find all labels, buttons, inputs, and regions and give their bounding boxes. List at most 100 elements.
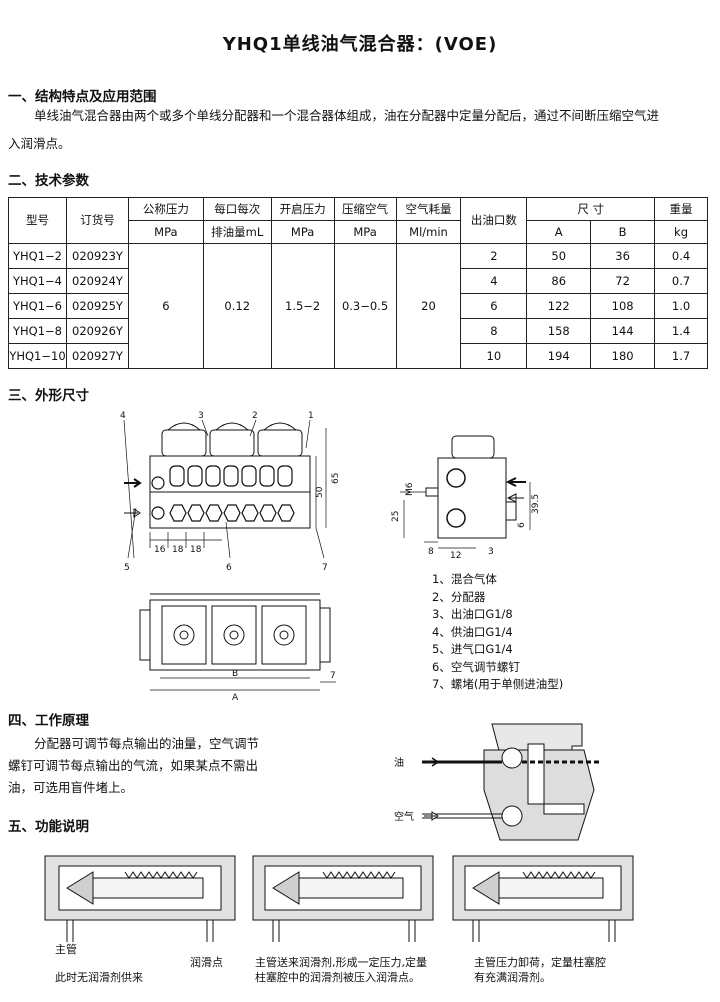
- cell-weight: 0.4: [654, 243, 708, 269]
- dim-12: 12: [450, 551, 461, 561]
- th-size-b: B: [590, 220, 656, 244]
- principle-text-line2: 螺钉可调节每点输出的气流，如果某点不需出: [8, 758, 259, 773]
- cell-outlets: 6: [460, 293, 528, 319]
- callout-7: 7: [322, 563, 328, 573]
- dim-18b: 18: [190, 545, 202, 555]
- th-weight-unit: kg: [654, 220, 708, 244]
- legend-item: 2、分配器: [432, 589, 486, 604]
- cell-weight: 1.4: [654, 318, 708, 344]
- cell-a: 86: [526, 268, 592, 294]
- th-dose-2: 排油量mL: [202, 220, 272, 244]
- section-heading-tech: 二、技术参数: [8, 173, 89, 189]
- callout-4: 4: [120, 411, 126, 421]
- structure-text-line1: 单线油气混合器由两个或多个单线分配器和一个混合器体组成，油在分配器中定量分配后，…: [34, 108, 660, 123]
- parts-legend: 1、混合气体 2、分配器 3、出油口G1/8 4、供油口G1/4 5、进气口G1…: [432, 571, 563, 694]
- cell-order: 020923Y: [65, 243, 129, 269]
- dim-25: 25: [391, 511, 401, 522]
- section-heading-structure: 一、结构特点及应用范围: [8, 89, 157, 105]
- dim-39-5: 39.5: [531, 494, 541, 514]
- callout-6: 6: [226, 563, 232, 573]
- cell-weight: 0.7: [654, 268, 708, 294]
- dim-6: 6: [517, 522, 527, 528]
- dim-18a: 18: [172, 545, 184, 555]
- table-row: YHQ1−10 020927Y 10 194 180 1.7: [8, 343, 708, 369]
- callout-1: 1: [308, 411, 314, 421]
- dim-65: 65: [331, 473, 341, 484]
- cell-b: 180: [590, 343, 656, 369]
- top-view-drawing: B A 7: [139, 593, 336, 703]
- th-dose-1: 每口每次: [202, 197, 272, 221]
- cell-model: YHQ1−2: [8, 243, 67, 269]
- callout-3: 3: [198, 411, 204, 421]
- principle-text-line1: 分配器可调节每点输出的油量，空气调节: [34, 736, 260, 751]
- th-size-a: A: [526, 220, 592, 244]
- legend-item: 5、进气口G1/4: [432, 642, 513, 656]
- dim-16: 16: [154, 545, 166, 555]
- cell-open: 1.5−2: [270, 243, 335, 369]
- callout-2: 2: [252, 411, 258, 421]
- panel3-caption-line1: 主管压力卸荷，定量柱塞腔: [474, 956, 606, 969]
- cell-outlets: 10: [460, 343, 528, 369]
- cell-outlets: 2: [460, 243, 528, 269]
- label-oil: 油: [394, 756, 404, 769]
- legend-item: 6、空气调节螺钉: [432, 659, 520, 674]
- th-consume-unit: Ml/min: [395, 220, 462, 244]
- dim-7: 7: [330, 671, 336, 681]
- cell-model: YHQ1−6: [8, 293, 67, 319]
- section-heading-dimensions: 三、外形尺寸: [8, 388, 89, 404]
- dim-50: 50: [315, 486, 325, 498]
- cell-outlets: 4: [460, 268, 528, 294]
- th-weight: 重量: [654, 197, 708, 221]
- dim-a: A: [232, 693, 239, 703]
- cell-b: 72: [590, 268, 656, 294]
- cell-b: 144: [590, 318, 656, 344]
- table-row: YHQ1−6 020925Y 6 122 108 1.0: [8, 293, 708, 319]
- dim-3: 3: [488, 547, 494, 557]
- th-consume: 空气耗量: [395, 197, 462, 221]
- cell-model: YHQ1−10: [8, 343, 67, 369]
- th-size: 尺 寸: [526, 197, 656, 221]
- cell-a: 50: [526, 243, 592, 269]
- cell-model: YHQ1−4: [8, 268, 67, 294]
- th-model: 型号: [8, 197, 67, 244]
- panel1-caption: 此时无润滑剂供来: [55, 971, 143, 984]
- table-row: YHQ1−4 020924Y 4 86 72 0.7: [8, 268, 708, 294]
- section-heading-function: 五、功能说明: [8, 819, 89, 835]
- front-view-drawing: 4 3 2 1 5 6 7 16 18 18 50 65: [120, 411, 341, 573]
- function-diagram-1: [44, 855, 236, 942]
- cell-pressure: 6: [127, 243, 204, 369]
- panel3-caption-line2: 有充满润滑剂。: [474, 971, 551, 984]
- cell-order: 020927Y: [65, 343, 129, 369]
- section-heading-principle: 四、工作原理: [8, 713, 89, 729]
- cell-weight: 1.0: [654, 293, 708, 319]
- cell-order: 020926Y: [65, 318, 129, 344]
- cell-b: 36: [590, 243, 656, 269]
- panel1-main-label: 主管: [55, 943, 77, 956]
- cell-order: 020925Y: [65, 293, 129, 319]
- function-diagram-2: [252, 855, 434, 942]
- table-row: YHQ1−2 020923Y 6 0.12 1.5−2 0.3−0.5 20 2…: [8, 243, 708, 369]
- table-row: YHQ1−8 020926Y 8 158 144 1.4: [8, 318, 708, 344]
- callout-5: 5: [124, 563, 130, 573]
- cell-model: YHQ1−8: [8, 318, 67, 344]
- structure-text-line2: 入润滑点。: [8, 136, 71, 151]
- th-open-unit: MPa: [270, 220, 335, 244]
- th-air-unit: MPa: [333, 220, 397, 244]
- cell-air: 0.3−0.5: [333, 243, 397, 369]
- legend-item: 4、供油口G1/4: [432, 624, 513, 639]
- panel2-caption-line2: 柱塞腔中的润滑剂被压入润滑点。: [255, 971, 420, 984]
- cell-a: 122: [526, 293, 592, 319]
- cell-dose: 0.12: [202, 243, 272, 369]
- cell-a: 194: [526, 343, 592, 369]
- function-diagram-3: [452, 855, 634, 942]
- principle-text-line3: 油，可选用盲件堵上。: [8, 780, 134, 795]
- side-view-drawing: M6 25 8 12 3 39.5 6: [391, 435, 541, 561]
- th-air: 压缩空气: [333, 197, 397, 221]
- cell-b: 108: [590, 293, 656, 319]
- th-outlets: 出油口数: [460, 197, 528, 244]
- cell-order: 020924Y: [65, 268, 129, 294]
- dim-8: 8: [428, 547, 434, 557]
- cell-a: 158: [526, 318, 592, 344]
- principle-diagram: 油 空气: [394, 723, 600, 841]
- cell-consume: 20: [395, 243, 462, 369]
